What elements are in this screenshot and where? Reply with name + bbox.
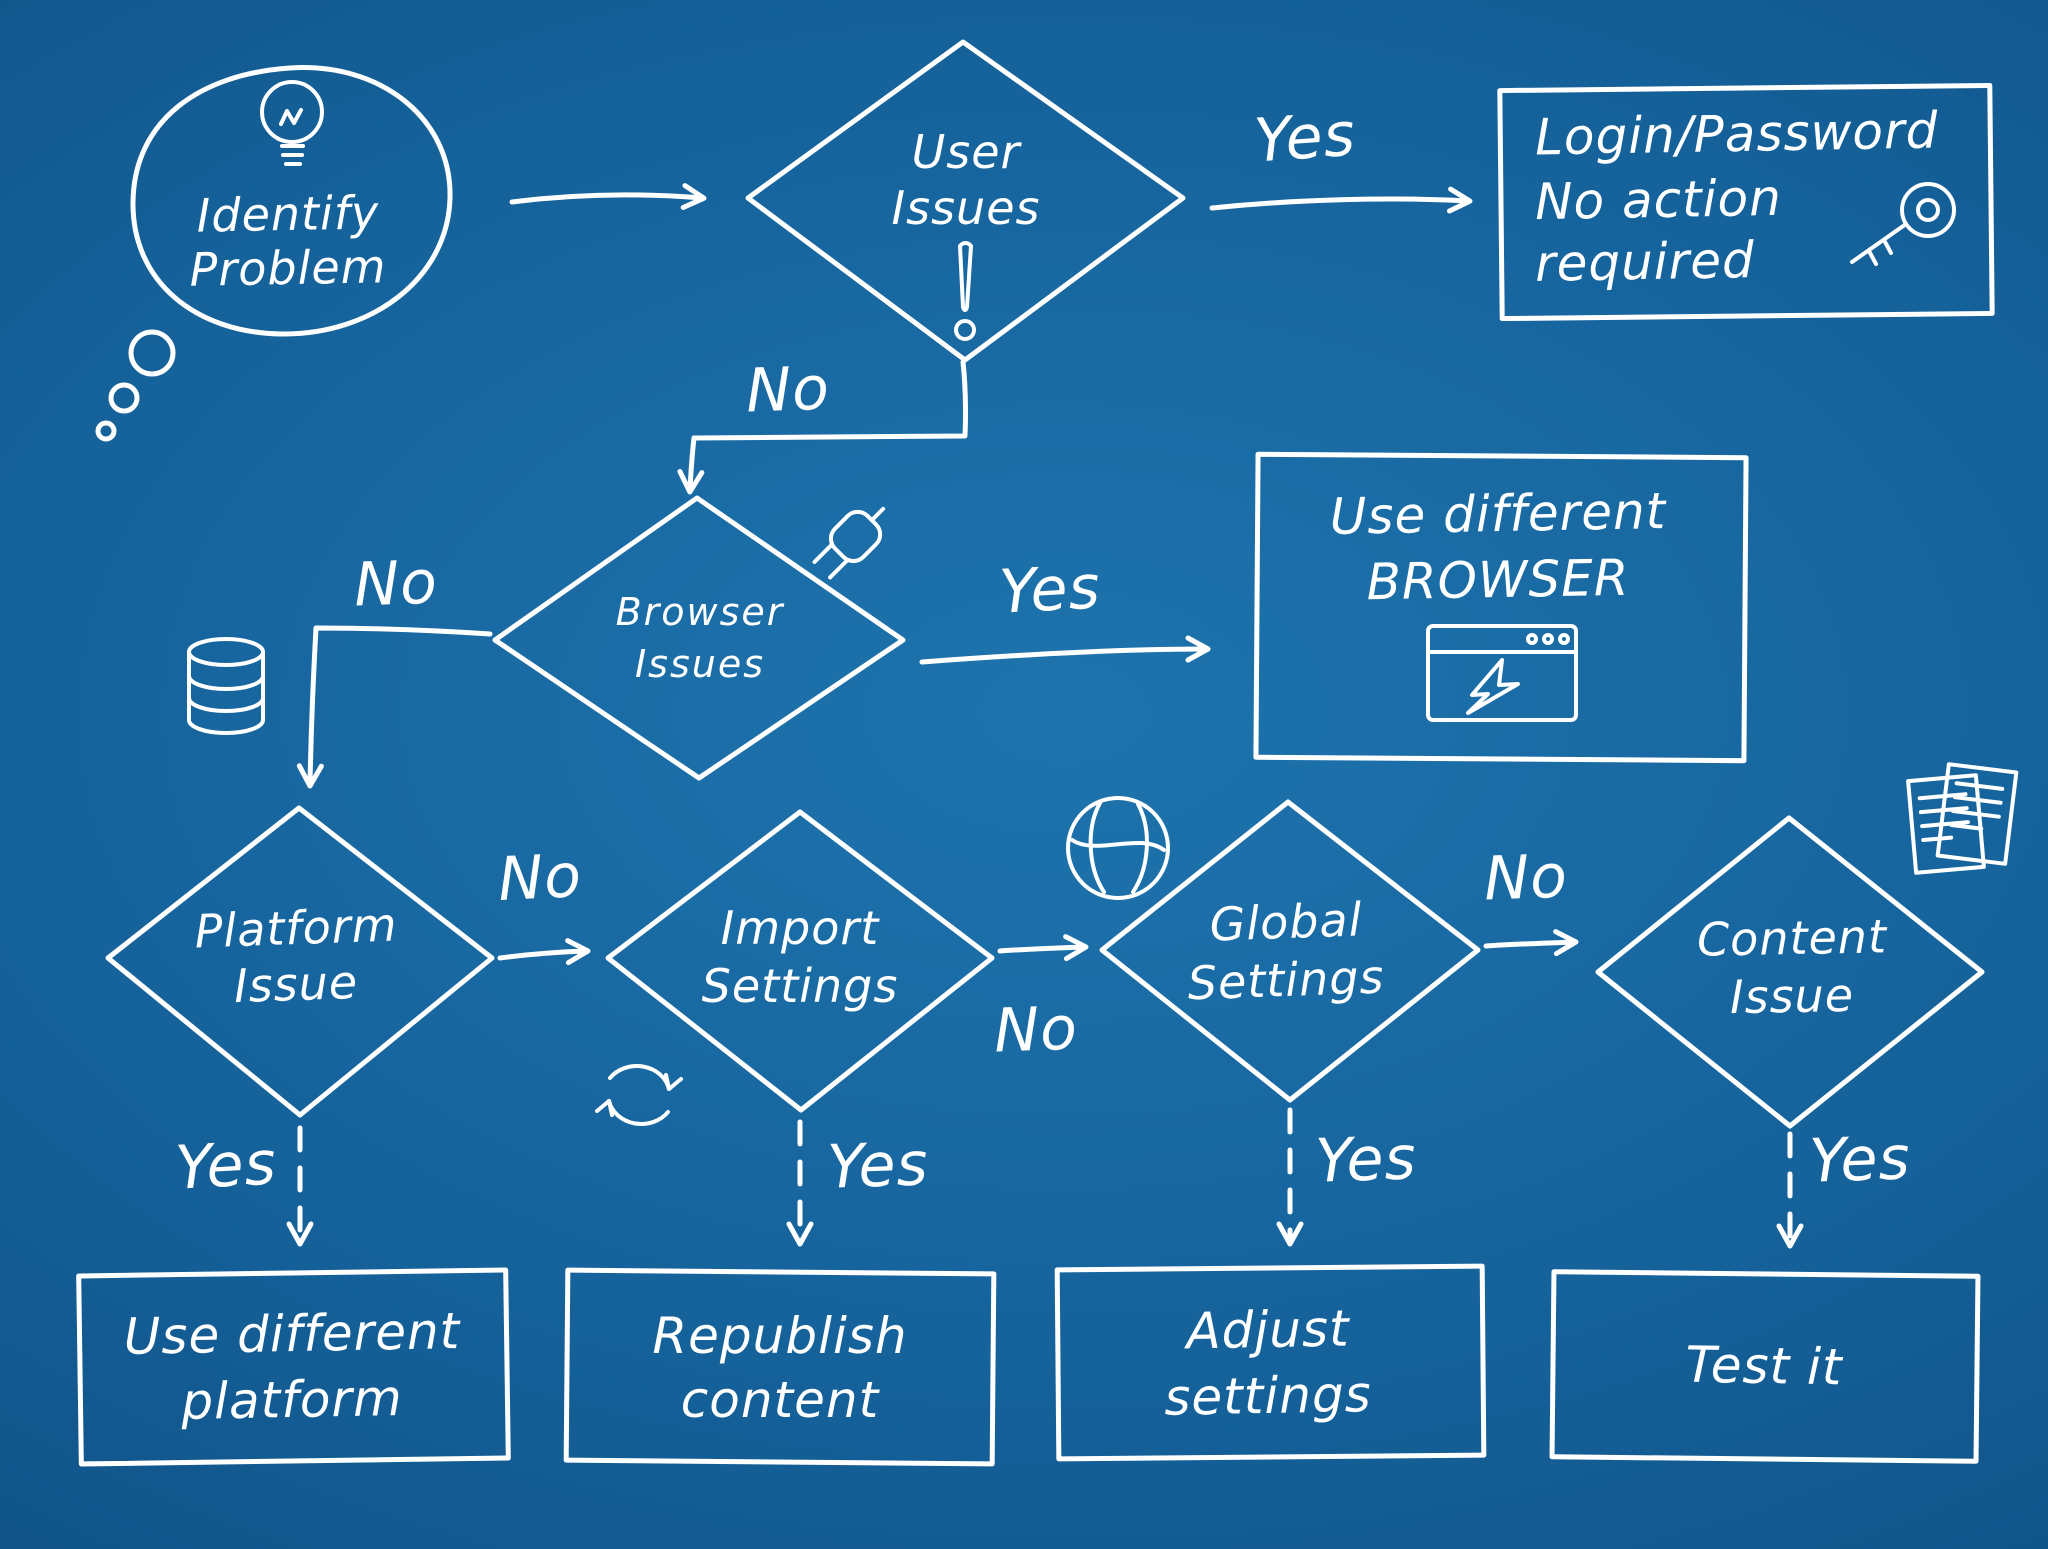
platform-issue-label-line1: Platform — [193, 897, 399, 959]
platform-issue-diamond — [105, 805, 495, 1118]
import-settings-label-line2: Settings — [701, 959, 899, 1013]
adjust-settings-label-line2: settings — [1163, 1365, 1373, 1427]
test-it-box — [1549, 1269, 1981, 1464]
global-settings-label-line1: Global — [1208, 892, 1364, 952]
content-issue-label-line2: Issue — [1729, 967, 1855, 1025]
browser-issues-label-line1: Browser — [615, 590, 785, 634]
arrow-user-yes-to-login — [1209, 186, 1473, 214]
exclamation-icon — [954, 241, 976, 341]
login-password-box — [1497, 82, 1995, 322]
arrow-platform-no-to-import — [497, 938, 591, 966]
republish-content-box — [563, 1267, 997, 1467]
global-settings-diamond — [1099, 799, 1481, 1103]
browser-issues-label-line2: Issues — [634, 642, 766, 686]
edge-label-import-no: No — [993, 993, 1079, 1067]
republish-content-label-line1: Republish — [652, 1307, 908, 1365]
edge-label-platform-yes: Yes — [173, 1128, 279, 1204]
login-password-label-line2: No action — [1534, 168, 1783, 232]
login-password-label-line3: required — [1534, 231, 1756, 293]
edge-label-user-yes: Yes — [1252, 99, 1358, 177]
platform-issue-label-line2: Issue — [233, 954, 359, 1014]
import-settings-diamond — [605, 809, 995, 1113]
arrow-browser-yes-to-box — [919, 635, 1211, 665]
arrow-user-no-to-browser — [677, 359, 969, 495]
key-icon — [1850, 182, 1956, 266]
browser-window-lightning-icon — [1426, 624, 1578, 722]
edge-label-global-yes: Yes — [1314, 1123, 1418, 1197]
edge-label-import-yes: Yes — [826, 1129, 930, 1203]
browser-issues-diamond — [492, 495, 906, 781]
thought-bubble — [95, 65, 453, 442]
identify-problem-label-line1: Identify — [196, 185, 380, 243]
edge-label-content-yes: Yes — [1808, 1123, 1912, 1197]
edge-label-browser-yes: Yes — [997, 552, 1103, 628]
test-it-label: Test it — [1684, 1335, 1844, 1397]
use-different-platform-label-line2: platform — [180, 1369, 404, 1431]
arrow-browser-no-to-platform — [296, 625, 493, 789]
global-settings-label-line2: Settings — [1186, 949, 1386, 1011]
edge-label-user-no: No — [745, 353, 831, 427]
use-different-platform-box — [76, 1267, 511, 1467]
lightbulb-icon — [260, 80, 324, 166]
use-different-platform-label-line1: Use different — [123, 1302, 461, 1366]
import-settings-label-line1: Import — [720, 901, 880, 955]
edge-label-global-no: No — [1483, 841, 1569, 915]
user-issues-label-line2: Issues — [891, 181, 1041, 235]
globe-icon — [1066, 796, 1170, 900]
adjust-settings-box — [1054, 1263, 1487, 1462]
arrow-identify-to-user — [509, 183, 707, 211]
edge-label-platform-no: No — [496, 840, 584, 916]
adjust-settings-label-line1: Adjust — [1185, 1299, 1351, 1361]
login-password-label-line1: Login/Password — [1534, 101, 1939, 167]
edge-label-browser-no: No — [353, 547, 439, 621]
database-icon — [187, 637, 265, 735]
content-issue-diamond — [1595, 815, 1985, 1129]
documents-icon — [1906, 762, 2019, 875]
identify-problem-label-line2: Problem — [189, 239, 387, 297]
user-issues-diamond — [745, 39, 1186, 363]
arrow-import-no-to-global — [997, 934, 1089, 962]
refresh-arrows-icon — [595, 1064, 683, 1126]
content-issue-label-line1: Content — [1696, 909, 1888, 967]
arrow-global-no-to-content — [1483, 929, 1579, 957]
plug-icon — [812, 506, 886, 580]
republish-content-label-line2: content — [680, 1371, 880, 1429]
use-different-browser-label-line2: BROWSER — [1366, 548, 1630, 612]
user-issues-label-line1: User — [911, 125, 1021, 179]
use-different-browser-box — [1253, 451, 1749, 764]
use-different-browser-label-line1: Use different — [1329, 482, 1667, 546]
